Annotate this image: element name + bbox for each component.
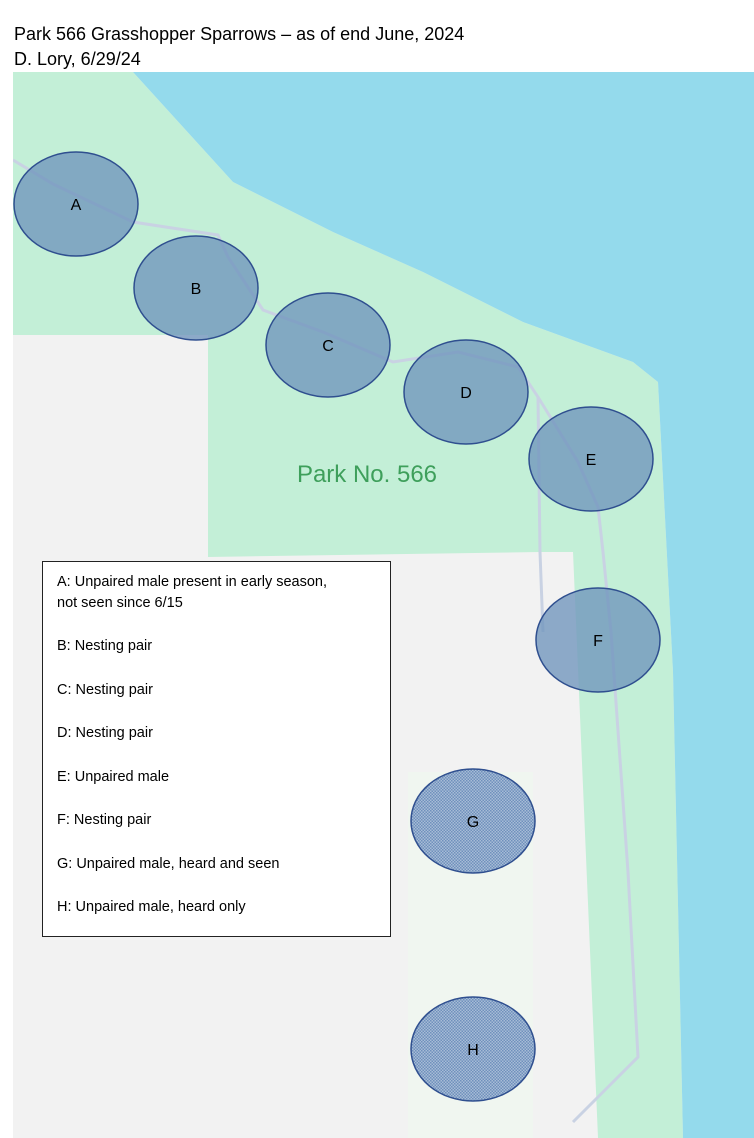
territory-label-e: E [586, 452, 597, 469]
legend-item-d: D: Nesting pair [57, 725, 153, 741]
legend-item-c: C: Nesting pair [57, 681, 153, 698]
territory-f [535, 587, 661, 693]
map-title: Park 566 Grasshopper Sparrows – as of en… [14, 24, 465, 44]
territory-e [528, 406, 654, 512]
legend-item-g: G: Unpaired male, heard and seen [57, 855, 280, 872]
legend-item-a: A: Unpaired male present in early season… [57, 574, 328, 611]
legend-item-e: E: Unpaired male [57, 768, 170, 785]
park-area [13, 72, 683, 1138]
territory-label-f: F [593, 633, 603, 650]
territory-label-c: C [322, 338, 334, 355]
park-map: Park No. 566 A B C D E F G H [13, 72, 754, 1138]
territory-label-d: D [460, 385, 472, 402]
territory-c [265, 292, 391, 398]
water-area [133, 72, 754, 1138]
park-label: Park No. 566 [297, 461, 437, 488]
territory-a [13, 151, 139, 257]
map-header: Park 566 Grasshopper Sparrows – as of en… [14, 22, 464, 72]
legend-item-h: H: Unpaired male, heard only [57, 899, 246, 915]
territory-d [403, 339, 529, 445]
territory-h [410, 996, 536, 1102]
map-byline: D. Lory, 6/29/24 [14, 49, 141, 69]
territory-label-g: G [467, 814, 479, 831]
legend-box: A: Unpaired male present in early season… [42, 561, 391, 937]
territory-label-a: A [71, 197, 82, 214]
territory-g [410, 768, 536, 874]
territory-label-h: H [467, 1042, 479, 1059]
legend-item-b: B: Nesting pair [57, 638, 153, 654]
legend-item-f: F: Nesting pair [57, 812, 152, 828]
territory-b [133, 235, 259, 341]
territory-label-b: B [191, 281, 202, 298]
